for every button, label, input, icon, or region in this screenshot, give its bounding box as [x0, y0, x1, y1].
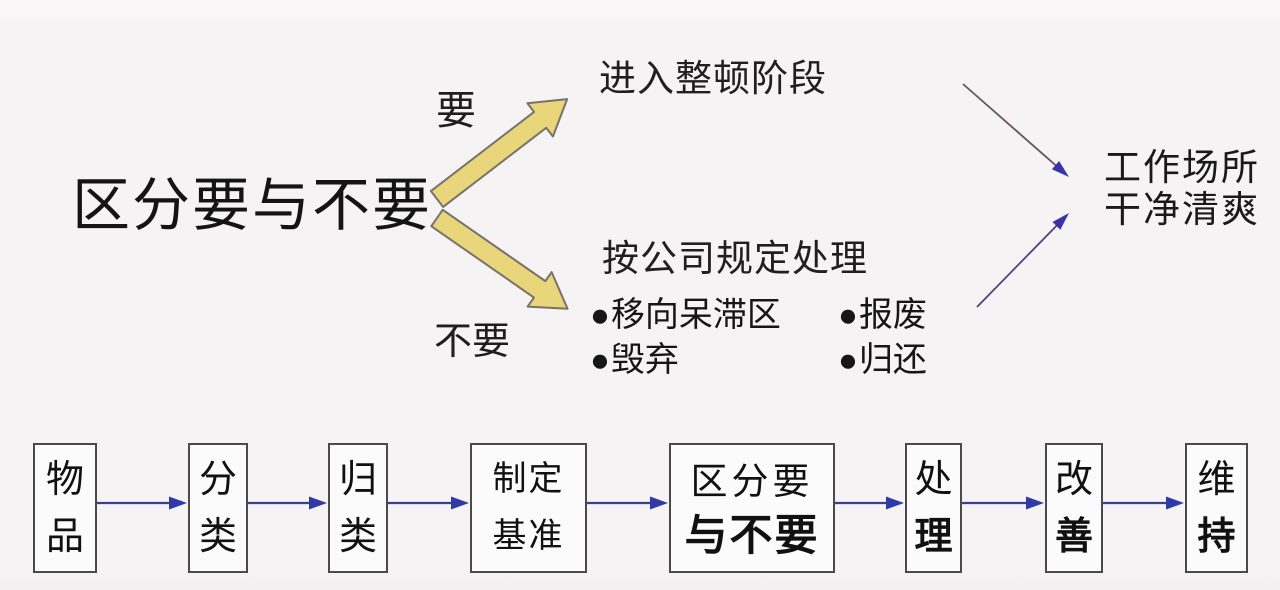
flow-arrow-7-icon: [1103, 496, 1184, 510]
bullet-icon: ●: [838, 343, 858, 379]
yes-result-text: 进入整顿阶段: [599, 59, 827, 100]
outcome-line-2: 干净清爽: [1104, 190, 1260, 231]
flow-step-distinguish: 区分要 与不要: [669, 443, 835, 573]
list-item: ●移向呆滞区: [590, 296, 838, 336]
flow-step-maintain: 维 持: [1185, 443, 1248, 573]
flow-step-improve: 改 善: [1045, 443, 1103, 573]
no-label: 不要: [434, 321, 511, 363]
flow-step-set-standards: 制定 基准: [470, 443, 587, 573]
bullet-icon: ●: [590, 343, 610, 379]
flow-arrow-5-icon: [835, 496, 904, 510]
flow-arrow-3-icon: [388, 496, 469, 510]
list-item: ●毁弃: [590, 341, 838, 381]
disposal-options-list: ●移向呆滞区 ●报废 ●毁弃 ●归还: [590, 296, 927, 381]
flow-step-handle: 处 理: [905, 443, 962, 573]
yes-to-outcome-arrow-icon: [962, 83, 1069, 177]
flow-step-categorize: 归 类: [328, 443, 388, 573]
outcome-text: 工作场所 干净清爽: [1104, 148, 1260, 232]
bullet-label: 归还: [858, 342, 927, 379]
outcome-line-1: 工作场所: [1104, 148, 1260, 189]
decision-title: 区分要与不要: [72, 173, 433, 238]
flow-arrow-4-icon: [587, 496, 668, 510]
no-branch-arrow-icon: [430, 208, 569, 310]
list-item: ●报废: [838, 296, 927, 336]
bullet-label: 毁弃: [610, 342, 679, 379]
flow-step-classify: 分 类: [188, 443, 248, 573]
list-item: ●归还: [838, 341, 927, 381]
flow-arrow-6-icon: [962, 496, 1044, 510]
bullet-label: 报废: [858, 297, 927, 334]
yes-label: 要: [436, 88, 476, 133]
bullet-icon: ●: [590, 298, 610, 334]
flow-arrow-1-icon: [97, 496, 187, 510]
no-result-text: 按公司规定处理: [602, 239, 868, 280]
no-to-outcome-arrow-icon: [976, 213, 1069, 308]
flow-arrow-2-icon: [248, 496, 327, 510]
bullet-label: 移向呆滞区: [610, 297, 781, 334]
flow-step-items: 物 品: [33, 443, 97, 573]
bullet-icon: ●: [838, 298, 858, 334]
